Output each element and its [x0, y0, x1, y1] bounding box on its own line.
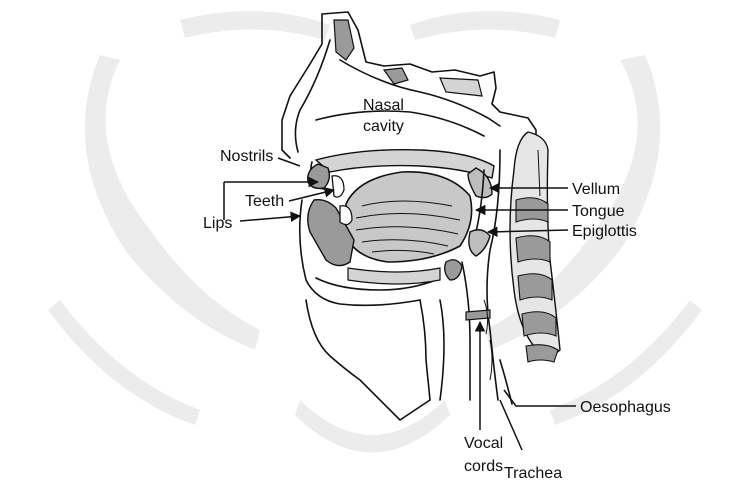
label-vocal-cords-line2: cords — [464, 458, 503, 475]
label-nasal-cavity-line2: cavity — [363, 118, 404, 135]
label-oesophagus: Oesophagus — [580, 399, 671, 416]
epiglottis-leader — [488, 230, 568, 232]
label-nostrils: Nostrils — [220, 148, 273, 165]
oesophagus-leader — [504, 390, 576, 406]
label-vocal-cords-line1: Vocal — [464, 435, 503, 452]
label-trachea: Trachea — [504, 465, 562, 482]
nostrils-leader — [278, 158, 300, 166]
neck-outline — [306, 300, 430, 420]
lips-leader-lower — [240, 216, 300, 221]
teeth-leader — [289, 190, 334, 201]
label-vellum: Vellum — [572, 181, 620, 198]
label-teeth: Teeth — [245, 193, 284, 210]
label-nasal-cavity-line1: Nasal — [363, 97, 404, 114]
label-epiglottis: Epiglottis — [572, 223, 637, 240]
tongue-shape — [346, 172, 472, 262]
trachea-leader — [500, 400, 522, 450]
label-tongue: Tongue — [572, 203, 625, 220]
label-lips: Lips — [203, 215, 232, 232]
